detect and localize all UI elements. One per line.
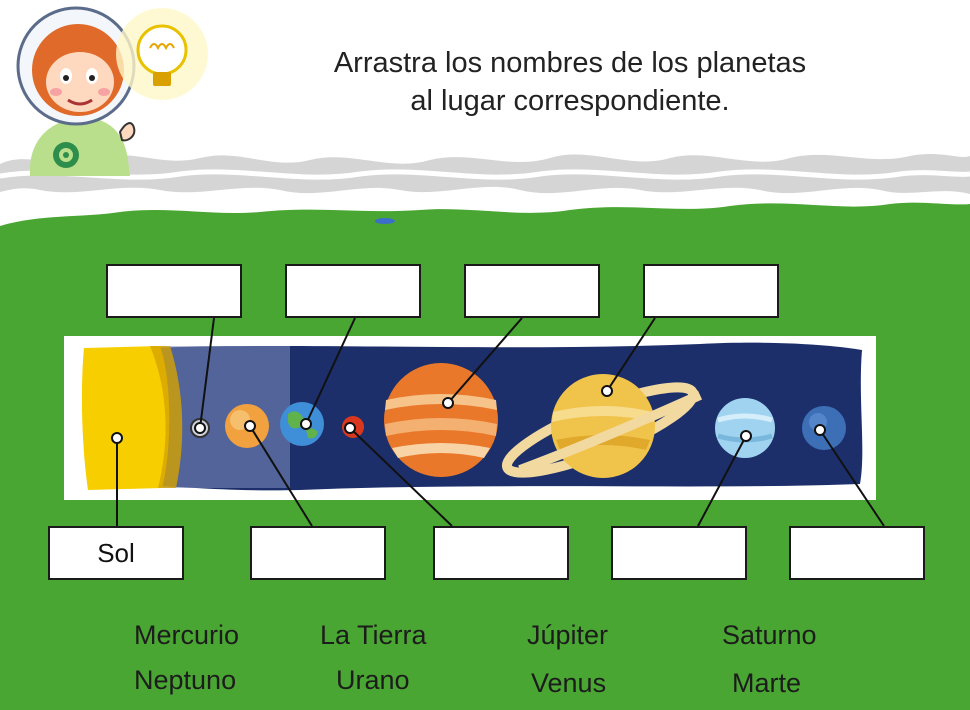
instruction-line-1: Arrastra los nombres de los planetas xyxy=(333,47,807,79)
astronaut-girl-illustration xyxy=(16,6,136,176)
drop-box-saturn[interactable] xyxy=(643,264,779,318)
drop-box-label: Sol xyxy=(97,537,135,568)
space-background xyxy=(150,342,863,491)
drop-box-neptune[interactable] xyxy=(789,526,925,580)
cloud-band xyxy=(0,154,970,194)
drop-box-mars[interactable] xyxy=(433,526,569,580)
drop-box-jupiter[interactable] xyxy=(464,264,600,318)
word-marte[interactable]: Marte xyxy=(732,668,802,698)
instruction-text: Arrastra los nombres de los planetas al … xyxy=(250,44,890,120)
uranus-planet xyxy=(715,398,775,458)
drop-box-earth[interactable] xyxy=(285,264,421,318)
drop-box-sun[interactable]: Sol xyxy=(48,526,184,580)
connector-dots xyxy=(111,385,826,444)
word-neptuno[interactable]: Neptuno xyxy=(134,665,237,695)
drop-box-mercury[interactable] xyxy=(106,264,242,318)
connector-lines xyxy=(116,317,885,527)
word-urano[interactable]: Urano xyxy=(336,665,410,695)
word-jupiter[interactable]: Júpiter xyxy=(527,620,609,650)
word-venus[interactable]: Venus xyxy=(531,668,607,698)
sun-shape xyxy=(81,346,170,490)
drop-box-uranus[interactable] xyxy=(611,526,747,580)
word-mercurio[interactable]: Mercurio xyxy=(134,620,240,650)
instruction-line-2: al lugar correspondiente. xyxy=(410,85,730,117)
word-la-tierra[interactable]: La Tierra xyxy=(320,620,427,650)
lightbulb-illustration xyxy=(116,8,208,100)
drop-box-venus[interactable] xyxy=(250,526,386,580)
word-saturno[interactable]: Saturno xyxy=(722,620,817,650)
